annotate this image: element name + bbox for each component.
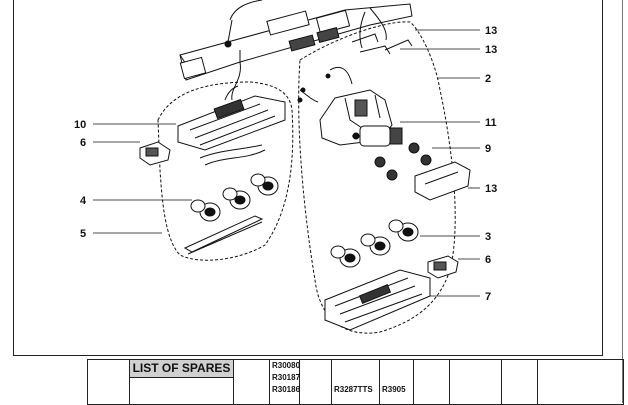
spares-blank-cell — [501, 359, 538, 405]
spares-code-cell: R30080 R30187 R30186 — [269, 359, 301, 405]
spares-code: R30080 — [272, 361, 301, 370]
leader-lines — [93, 29, 480, 297]
spares-code-cell: R3287TTS — [331, 359, 380, 405]
right-wheelsets — [330, 219, 419, 268]
motor — [352, 125, 403, 147]
spares-blank-cell — [233, 359, 270, 405]
callout-10: 10 — [74, 119, 86, 131]
left-bogie-block — [177, 85, 286, 166]
callout-4: 4 — [80, 195, 87, 207]
group-outline-right — [298, 21, 456, 334]
spares-table: LIST OF SPARES R30080 R30187 R30186 R328… — [87, 359, 624, 405]
callout-6a: 6 — [80, 137, 86, 149]
spares-code: R30187 — [272, 373, 301, 382]
callout-6b: 6 — [485, 254, 491, 266]
spares-blank-cell — [87, 359, 130, 405]
callout-11: 11 — [485, 117, 497, 129]
right-bogie-frame — [324, 269, 431, 331]
pickup-springs — [351, 33, 413, 55]
callout-5: 5 — [80, 228, 86, 240]
spares-blank-cell — [449, 359, 502, 405]
right-pickup-part — [427, 255, 459, 279]
callout-labels: 13 13 2 10 11 6 9 13 4 5 3 6 7 — [74, 25, 497, 303]
left-side-frame — [183, 215, 264, 255]
callout-13a: 13 — [485, 25, 497, 37]
callout-13c: 13 — [485, 183, 497, 195]
spares-blank-cell — [537, 359, 624, 405]
spares-code: R30186 — [272, 385, 301, 394]
spares-code-cell: R3905 — [379, 359, 414, 405]
spares-code: R3905 — [382, 385, 406, 394]
gear-set — [374, 142, 432, 181]
exploded-parts-diagram: 13 13 2 10 11 6 9 13 4 5 3 6 7 — [74, 0, 497, 334]
gear-cover-plate — [414, 161, 471, 201]
page-edge-line — [622, 0, 623, 403]
spares-blank-cell — [299, 359, 332, 405]
left-wheelsets — [190, 173, 279, 222]
left-pickup-part — [139, 141, 171, 166]
callout-7: 7 — [485, 291, 491, 303]
diagram-frame — [13, 0, 603, 356]
callout-3: 3 — [485, 231, 491, 243]
spares-blank-cell — [129, 377, 234, 405]
callout-13b: 13 — [485, 44, 497, 56]
spares-blank-cell — [413, 359, 450, 405]
chassis-frame — [179, 0, 413, 101]
callout-9: 9 — [485, 143, 491, 155]
callout-2: 2 — [485, 73, 491, 85]
spares-title: LIST OF SPARES — [129, 359, 234, 378]
group-outline-left — [157, 81, 294, 261]
spares-code: R3287TTS — [334, 385, 373, 394]
